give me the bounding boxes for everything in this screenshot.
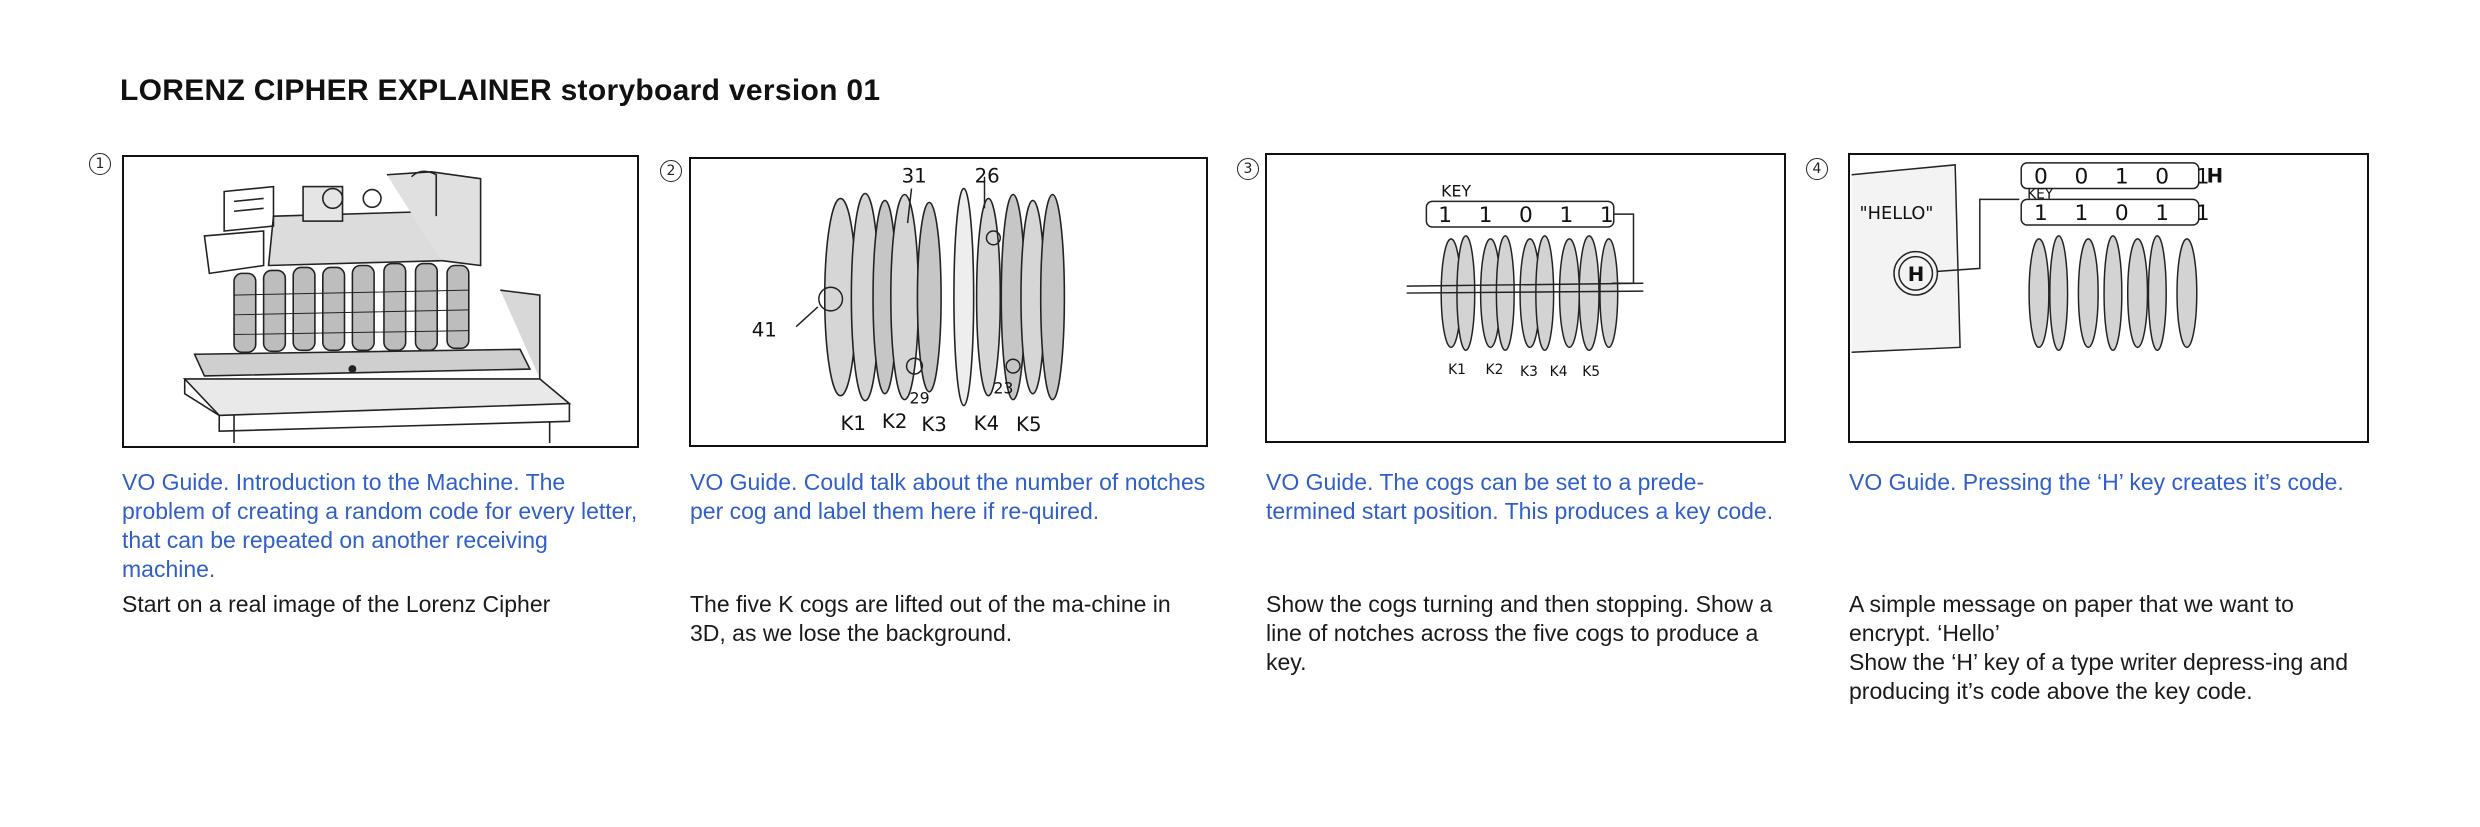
key-label: KEY	[2027, 186, 2054, 202]
cog-label-k3: K3	[921, 413, 946, 436]
cog-label-k5: K5	[1016, 413, 1041, 436]
cog-notch-label-26: 26	[975, 165, 1000, 188]
cog-label-k2: K2	[882, 410, 907, 433]
five-k-cogs-drawing: 31 26 41 29 23 K1 K2 K3 K4 K5	[691, 159, 1206, 445]
panel-1-number: 1	[89, 153, 111, 175]
cog-label-k3: K3	[1520, 364, 1538, 380]
key-code-value: 1 1 0 1 1	[1438, 203, 1623, 228]
panel-4-description-line-2: Show the ‘H’ key of a type writer depres…	[1849, 648, 2374, 706]
panel-4-description-line-1: A simple message on paper that we want t…	[1849, 590, 2374, 648]
panel-3-vo-guide: VO Guide. The cogs can be set to a prede…	[1266, 468, 1791, 526]
panel-3-description-line: Show the cogs turning and then stopping.…	[1266, 590, 1801, 677]
hello-encrypt-drawing: "HELLO" H 0 0 1 0 1 KEY 1 1 0 1 1 H	[1850, 155, 2367, 441]
panel-1-vo-guide: VO Guide. Introduction to the Machine. T…	[122, 468, 642, 584]
panel-1-sketch	[122, 155, 639, 448]
h-key-label: H	[1908, 263, 1925, 286]
panel-4-description: A simple message on paper that we want t…	[1849, 590, 2374, 706]
key-label: KEY	[1441, 181, 1471, 200]
cog-notch-label-29: 29	[910, 389, 930, 408]
panel-2-number: 2	[660, 160, 682, 182]
cog-label-k5: K5	[1582, 364, 1600, 380]
panel-1-description-line: Start on a real image of the Lorenz Ciph…	[122, 590, 652, 619]
panel-2-vo-guide: VO Guide. Could talk about the number of…	[690, 468, 1220, 526]
panel-2-sketch: 31 26 41 29 23 K1 K2 K3 K4 K5	[689, 157, 1208, 447]
h-code-letter: H	[2207, 165, 2224, 188]
cog-label-k1: K1	[1448, 362, 1466, 378]
panel-4-number: 4	[1806, 158, 1828, 180]
panel-2-description-line: The five K cogs are lifted out of the ma…	[690, 590, 1185, 648]
h-code-value: 0 0 1 0 1	[2034, 165, 2219, 190]
cog-notch-label-41: 41	[752, 319, 777, 342]
panel-2-description: The five K cogs are lifted out of the ma…	[690, 590, 1185, 648]
cog-notch-label-23: 23	[993, 379, 1013, 398]
cog-label-k1: K1	[841, 412, 866, 435]
key-code-drawing: KEY 1 1 0 1 1 K1 K2 K3 K4 K5	[1267, 155, 1784, 441]
cog-label-k4: K4	[1550, 364, 1568, 380]
panel-3-description: Show the cogs turning and then stopping.…	[1266, 590, 1801, 677]
panel-4-vo-guide: VO Guide. Pressing the ‘H’ key creates i…	[1849, 468, 2374, 497]
panel-3-number: 3	[1237, 158, 1259, 180]
panel-1-description: Start on a real image of the Lorenz Ciph…	[122, 590, 652, 619]
key-code-value: 1 1 0 1 1	[2034, 201, 2219, 226]
lorenz-machine-drawing	[124, 157, 637, 446]
panel-3-sketch: KEY 1 1 0 1 1 K1 K2 K3 K4 K5	[1265, 153, 1786, 443]
cog-notch-label-31: 31	[902, 165, 927, 188]
cog-label-k2: K2	[1486, 362, 1504, 378]
panel-4-sketch: "HELLO" H 0 0 1 0 1 KEY 1 1 0 1 1 H	[1848, 153, 2369, 443]
cog-label-k4: K4	[974, 412, 999, 435]
hello-message: "HELLO"	[1859, 204, 1933, 224]
page-title: LORENZ CIPHER EXPLAINER storyboard versi…	[120, 74, 880, 108]
